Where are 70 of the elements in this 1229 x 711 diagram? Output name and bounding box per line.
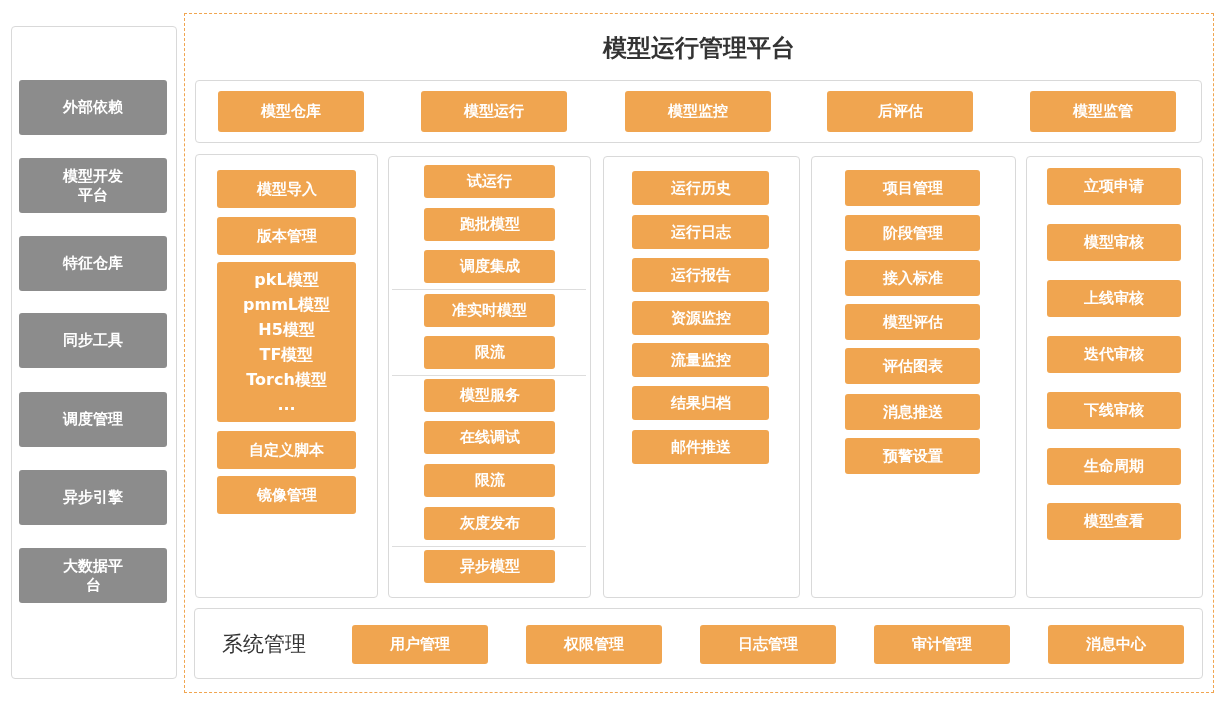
panel (811, 156, 1016, 598)
system-box: 大数据平台 (19, 548, 167, 603)
list-item: pkL模型 (254, 269, 319, 291)
module-box: 运行历史 (632, 171, 769, 205)
module-box: 模型查看 (1047, 503, 1181, 540)
module-box: 准实时模型 (424, 294, 555, 327)
system-box: 异步引擎 (19, 470, 167, 525)
module-box: 灰度发布 (424, 507, 555, 540)
panel (195, 80, 1202, 143)
module-box: 运行日志 (632, 215, 769, 249)
panel (11, 26, 177, 679)
panel (195, 154, 378, 598)
system-box: 外部依赖 (19, 80, 167, 135)
module-box: 消息推送 (845, 394, 980, 430)
module-box: 模型评估 (845, 304, 980, 340)
module-box: 模型监管 (1030, 91, 1176, 132)
module-box: 评估图表 (845, 348, 980, 384)
module-box: 预警设置 (845, 438, 980, 474)
module-box: 流量监控 (632, 343, 769, 377)
system-box: 模型开发平台 (19, 158, 167, 213)
module-box: 自定义脚本 (217, 431, 356, 469)
module-box: 限流 (424, 336, 555, 369)
panel (194, 608, 1203, 679)
module-box: 异步模型 (424, 550, 555, 583)
module-box: 项目管理 (845, 170, 980, 206)
module-box: 模型仓库 (218, 91, 364, 132)
module-box: 迭代审核 (1047, 336, 1181, 373)
list-item: ... (277, 394, 296, 416)
list-item: pmmL模型 (243, 294, 330, 316)
module-box: 模型运行 (421, 91, 567, 132)
module-box: 消息中心 (1048, 625, 1184, 664)
module-box: 阶段管理 (845, 215, 980, 251)
module-box: 权限管理 (526, 625, 662, 664)
module-box: 生命周期 (1047, 448, 1181, 485)
module-box: 运行报告 (632, 258, 769, 292)
system-box: 同步工具 (19, 313, 167, 368)
section-heading: 系统管理 (222, 631, 306, 658)
module-box: 接入标准 (845, 260, 980, 296)
module-box: 立项申请 (1047, 168, 1181, 205)
module-box: 用户管理 (352, 625, 488, 664)
panel (388, 156, 591, 598)
module-box: 调度集成 (424, 250, 555, 283)
panel (1026, 156, 1203, 598)
module-box: 审计管理 (874, 625, 1010, 664)
module-box: 邮件推送 (632, 430, 769, 464)
model-list-box (217, 262, 356, 422)
module-box: 模型监控 (625, 91, 771, 132)
module-box: 结果归档 (632, 386, 769, 420)
list-item: Torch模型 (246, 369, 327, 391)
list-item: H5模型 (258, 319, 315, 341)
module-box: 跑批模型 (424, 208, 555, 241)
module-box: 试运行 (424, 165, 555, 198)
platform-frame (184, 13, 1214, 693)
module-box: 镜像管理 (217, 476, 356, 514)
module-box: 后评估 (827, 91, 973, 132)
module-box: 在线调试 (424, 421, 555, 454)
system-box: 调度管理 (19, 392, 167, 447)
panel (603, 156, 800, 598)
module-box: 上线审核 (1047, 280, 1181, 317)
module-box: 版本管理 (217, 217, 356, 255)
module-box: 日志管理 (700, 625, 836, 664)
system-box: 特征仓库 (19, 236, 167, 291)
list-item: TF模型 (259, 344, 314, 366)
module-box: 模型服务 (424, 379, 555, 412)
module-box: 模型导入 (217, 170, 356, 208)
module-box: 下线审核 (1047, 392, 1181, 429)
module-box: 模型审核 (1047, 224, 1181, 261)
module-box: 资源监控 (632, 301, 769, 335)
module-box: 限流 (424, 464, 555, 497)
frame-heading: 模型运行管理平台 (601, 33, 796, 64)
